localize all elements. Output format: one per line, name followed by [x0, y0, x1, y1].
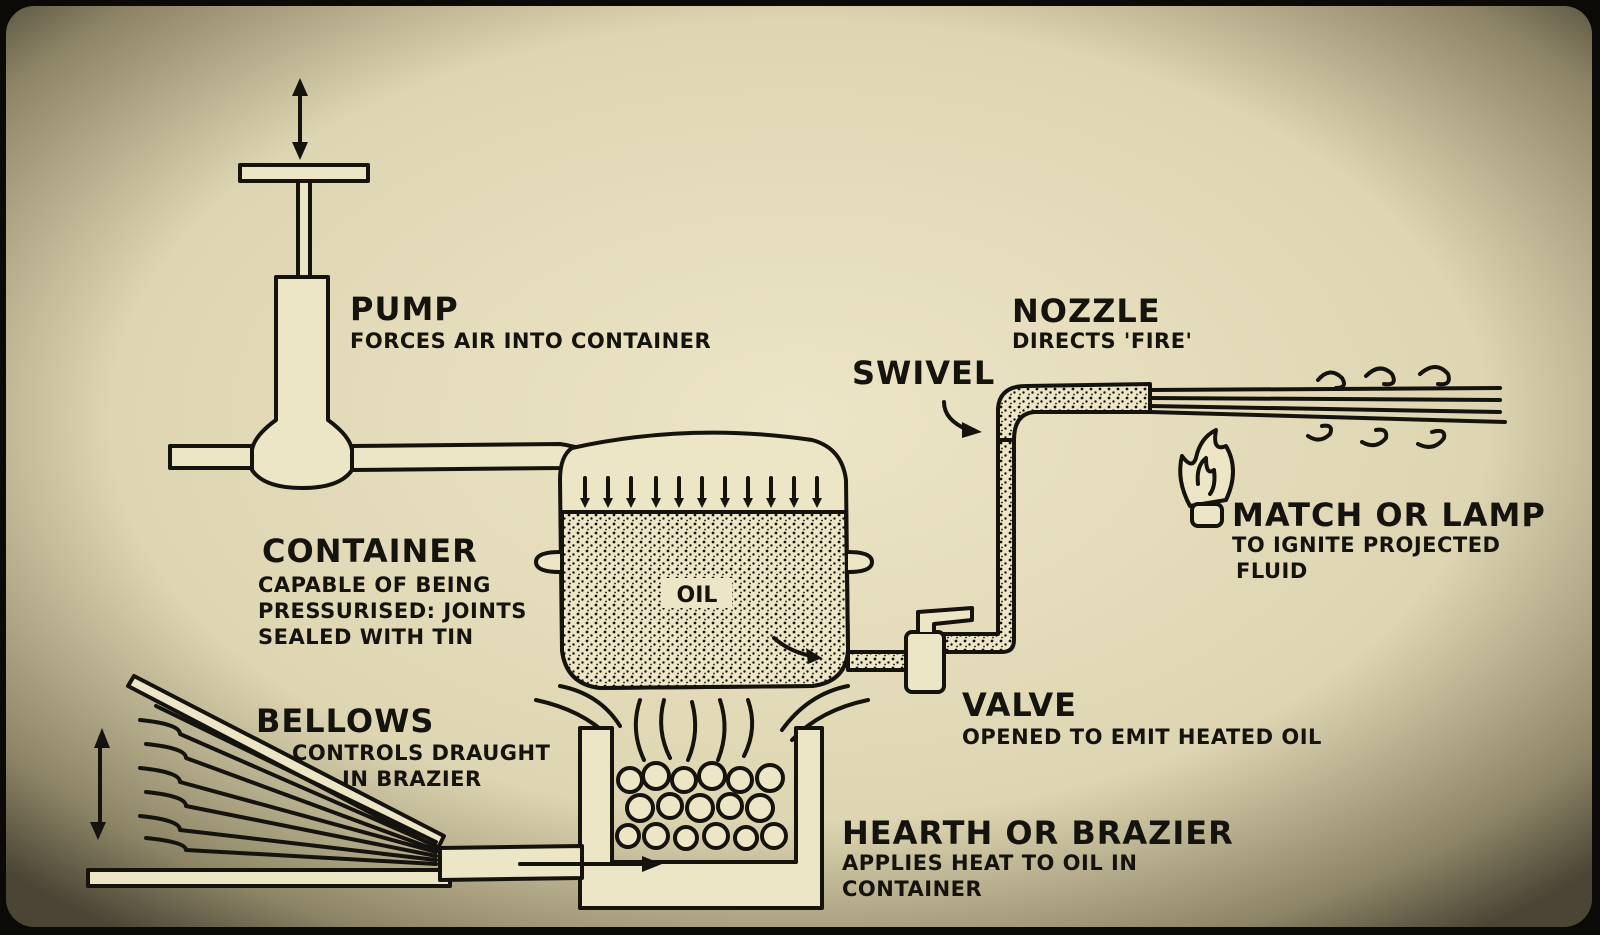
match-title: MATCH OR LAMP	[1232, 496, 1546, 534]
label-pump: PUMP FORCES AIR INTO CONTAINER	[350, 290, 711, 353]
valve-title: VALVE	[962, 686, 1077, 724]
label-swivel: SWIVEL	[852, 354, 995, 392]
match-desc-line-1: TO IGNITE PROJECTED	[1232, 533, 1501, 557]
label-hearth: HEARTH OR BRAZIER APPLIES HEAT TO OIL IN…	[842, 814, 1234, 901]
container-desc-line-3: SEALED WITH TIN	[258, 625, 474, 649]
fire-jet	[1148, 365, 1507, 449]
valve-desc: OPENED TO EMIT HEATED OIL	[962, 725, 1322, 749]
oil-flow-arrow	[806, 648, 822, 664]
bellows-air-pipe	[438, 844, 584, 882]
oil-label: OIL	[677, 583, 718, 608]
bellows-arrow-down-head	[90, 822, 106, 840]
bellows-desc-line-1: CONTROLS DRAUGHT	[292, 741, 551, 765]
container-title: CONTAINER	[262, 532, 478, 570]
bellows-arrow-up-head	[94, 728, 110, 748]
riser-pipe	[942, 436, 1016, 654]
bellows-folds	[138, 704, 438, 866]
bellows-base-board	[86, 868, 452, 888]
container-vessel: OIL	[534, 430, 874, 690]
outlet-pipe	[846, 650, 910, 672]
draught-flow-arrow	[642, 856, 662, 872]
label-container: CONTAINER CAPABLE OF BEING PRESSURISED: …	[258, 532, 527, 649]
container-desc-line-2: PRESSURISED: JOINTS	[258, 599, 527, 623]
match-flame-icon	[1178, 428, 1235, 528]
pump-title: PUMP	[350, 290, 459, 328]
match-desc-line-2: FLUID	[1236, 559, 1308, 583]
hearth-title: HEARTH OR BRAZIER	[842, 814, 1234, 852]
valve-body	[904, 630, 946, 694]
swivel-arrow-head	[962, 422, 982, 438]
label-match: MATCH OR LAMP TO IGNITE PROJECTED FLUID	[1232, 496, 1546, 583]
pump-arrow-up-head	[292, 78, 308, 96]
valve-assembly	[846, 382, 1152, 694]
label-bellows: BELLOWS CONTROLS DRAUGHT IN BRAZIER	[256, 702, 551, 791]
nozzle-title: NOZZLE	[1012, 292, 1161, 330]
pump-arrow-down-head	[292, 142, 308, 160]
label-valve: VALVE OPENED TO EMIT HEATED OIL	[962, 686, 1322, 749]
nozzle-desc: DIRECTS 'FIRE'	[1012, 329, 1192, 353]
bellows-title: BELLOWS	[256, 702, 434, 740]
container-left-handle	[534, 550, 561, 574]
pump-inlet-pipe	[168, 444, 254, 470]
bellows-desc-line-2: IN BRAZIER	[342, 767, 482, 791]
oil-label-backing	[662, 578, 732, 608]
valve-handle	[916, 606, 974, 632]
hearth-desc-line-1: APPLIES HEAT TO OIL IN	[842, 851, 1137, 875]
swivel-title: SWIVEL	[852, 354, 995, 392]
pump-handle	[238, 163, 370, 183]
pump-cylinder	[250, 275, 354, 490]
bellows	[86, 674, 662, 888]
coals	[615, 761, 788, 851]
pressure-arrows	[580, 476, 822, 508]
pump-rod	[296, 179, 312, 279]
container-desc-line-1: CAPABLE OF BEING	[258, 573, 491, 597]
container-right-handle	[847, 550, 874, 574]
label-nozzle: NOZZLE DIRECTS 'FIRE'	[1012, 292, 1192, 353]
hearth-desc-line-2: CONTAINER	[842, 877, 982, 901]
pump-desc: FORCES AIR INTO CONTAINER	[350, 329, 711, 353]
